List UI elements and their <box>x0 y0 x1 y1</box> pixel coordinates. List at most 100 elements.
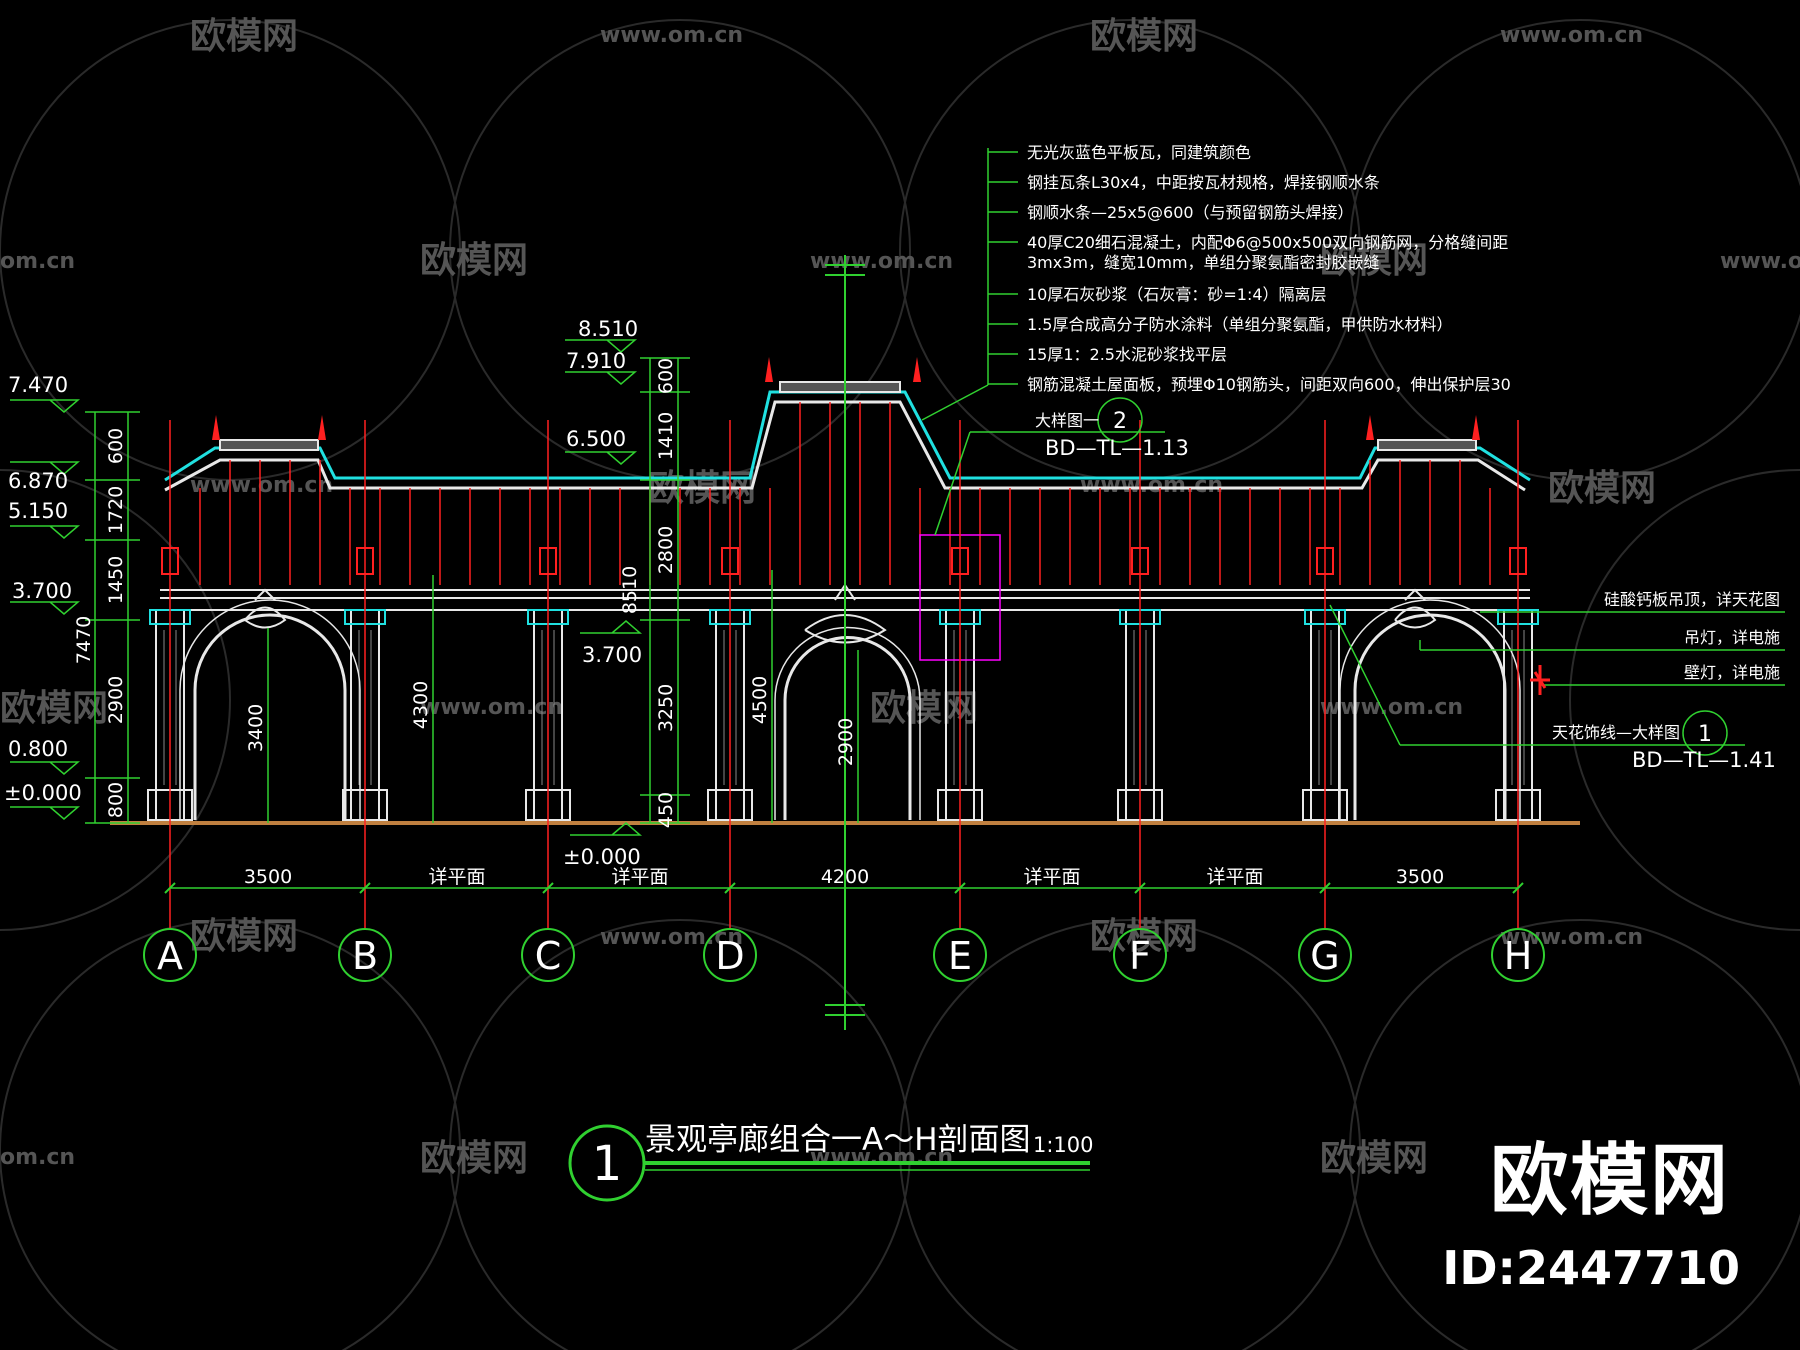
wm-brand: 欧模网 <box>420 1138 528 1179</box>
wm-url: www.om.cn <box>810 249 953 274</box>
elev: 6.500 <box>566 427 626 451</box>
roof-note: 10厚石灰砂浆（石灰膏：砂=1:4）隔离层 <box>1027 285 1327 304</box>
bay-tick <box>1512 882 1524 894</box>
left-dim-lines <box>85 411 140 824</box>
watermark-brand-large: 欧模网 <box>1489 1136 1730 1226</box>
bay-tick <box>724 882 736 894</box>
right-note: 吊灯，详电施 <box>1684 628 1780 647</box>
axis-label-F: F <box>1129 934 1151 978</box>
roof-note-ticks <box>988 151 1018 385</box>
elev: 3.700 <box>12 579 72 603</box>
elev: 7.910 <box>566 349 626 373</box>
axis-bubble-A <box>143 928 197 982</box>
roof-notes: 无光灰蓝色平板瓦，同建筑颜色 钢挂瓦条L30x4，中距按瓦材规格，焊接钢顺水条 … <box>1027 143 1511 394</box>
left-dim-labels: 600 1720 1450 2900 800 7470 <box>73 428 127 818</box>
detail-ref-2-label: 大样图一 <box>1035 411 1099 430</box>
dim: 3400 <box>245 704 267 752</box>
roof-note: 钢筋混凝土屋面板，预埋Φ10钢筋头，间距双向600，伸出保护层30 <box>1027 375 1511 394</box>
dim: 1410 <box>655 412 677 460</box>
axis-label-G: G <box>1310 934 1339 978</box>
right-note: 硅酸钙板吊顶，详天花图 <box>1604 590 1780 609</box>
wm-url-short: om.cn <box>0 249 75 274</box>
roof-outline <box>164 381 1531 492</box>
dim: 2800 <box>655 526 677 574</box>
wm-url: www.om.cn <box>420 695 563 720</box>
elev: ±0.000 <box>563 845 641 869</box>
bay-dim: 4200 <box>821 866 869 888</box>
dim: 600 <box>105 428 127 464</box>
bay-tick <box>359 882 371 894</box>
bay-dim: 3500 <box>1396 866 1444 888</box>
wm-url: www.om.cn <box>810 1145 953 1170</box>
axis-bubble-D <box>703 928 757 982</box>
dim: 800 <box>105 782 127 818</box>
roof-note: 3mx3m，缝宽10mm，单组分聚氨酯密封胶嵌缝 <box>1027 253 1380 272</box>
watermark-id: ID:2447710 <box>1442 1241 1740 1295</box>
wm-brand: 欧模网 <box>870 688 978 729</box>
bay-dim: 3500 <box>244 866 292 888</box>
roof-note: 无光灰蓝色平板瓦，同建筑颜色 <box>1027 143 1251 162</box>
wm-brand: 欧模网 <box>1320 1138 1428 1179</box>
elev: 6.870 <box>8 469 68 493</box>
watermark-brand-texts: 欧模网 欧模网 欧模网 欧模网 欧模网 欧模网 欧模网 欧模网 欧模网 欧模网 … <box>0 16 1656 1179</box>
dim: 1720 <box>105 486 127 534</box>
bay-tick <box>1134 882 1146 894</box>
axis-bubble-E <box>933 928 987 982</box>
bay-dim: 详平面 <box>1023 866 1080 888</box>
center-elevation-labels: 8.510 7.910 6.500 3.700 ±0.000 <box>563 317 642 869</box>
axis-label-D: D <box>715 934 744 978</box>
bay-tick <box>542 882 554 894</box>
left-level-markers <box>10 399 81 820</box>
inner-dim-lines <box>267 570 859 823</box>
dim: 2900 <box>105 676 127 724</box>
wm-url: www.om.cn <box>600 23 743 48</box>
axis-bubble-F <box>1113 928 1167 982</box>
wm-brand: 欧模网 <box>1090 916 1198 957</box>
wm-brand: 欧模网 <box>420 240 528 281</box>
wm-brand: 欧模网 <box>190 16 298 57</box>
dim-total: 8510 <box>619 566 641 614</box>
detail-ref-2-code: BD—TL—1.13 <box>1045 436 1189 460</box>
right-note: 壁灯，详电施 <box>1684 663 1780 682</box>
axis-label-C: C <box>535 934 562 978</box>
roof-note: 40厚C20细石混凝土，内配Φ6@500x500双向钢筋网，分格缝间距 <box>1027 233 1508 252</box>
axis-bubble-G <box>1298 928 1352 982</box>
wm-url: www.om.cn <box>600 925 743 950</box>
title-scale: 1:100 <box>1033 1133 1094 1157</box>
bay-tick <box>954 882 966 894</box>
wm-brand: 欧模网 <box>1320 240 1428 281</box>
bay-dim: 详平面 <box>428 866 485 888</box>
center-line <box>825 255 865 1030</box>
detail-ref-1-number: 1 <box>1698 722 1712 747</box>
wm-url: www.om.cn <box>190 473 333 498</box>
bay-dim: 详平面 <box>1206 866 1263 888</box>
center-dim-labels: 600 1410 2800 3250 450 8510 <box>619 358 677 828</box>
roof-note: 1.5厚合成高分子防水涂料（单组分聚氨酯，甲供防水材料） <box>1027 315 1452 334</box>
elev: 3.700 <box>582 643 642 667</box>
dim: 4500 <box>749 676 771 724</box>
inner-dim-labels: 3400 4300 4500 2900 <box>245 676 857 766</box>
axis-label-A: A <box>157 934 183 978</box>
wm-brand: 欧模网 <box>1090 16 1198 57</box>
title-number: 1 <box>592 1136 623 1192</box>
bay-ticks <box>164 882 1524 894</box>
axis-label-H: H <box>1504 934 1533 978</box>
axis-bubble-C <box>521 928 575 982</box>
wm-brand: 欧模网 <box>1548 468 1656 509</box>
dim: 3250 <box>655 684 677 732</box>
bay-dimension-labels: 3500 详平面 详平面 4200 详平面 详平面 3500 <box>244 866 1444 888</box>
axis-label-E: E <box>948 934 972 978</box>
axis-bubble-H <box>1491 928 1545 982</box>
wm-url: www.om.cn <box>1320 695 1463 720</box>
wm-brand: 欧模网 <box>190 916 298 957</box>
dim: 2900 <box>835 718 857 766</box>
watermark-url-texts: www.om.cn www.om.cn om.cn www.om.cn www.… <box>0 23 1800 1170</box>
wm-url: www.om.cn <box>1500 23 1643 48</box>
dim: 4300 <box>410 681 432 729</box>
dim-total: 7470 <box>73 616 95 664</box>
right-notes-leaders <box>1329 604 1785 756</box>
wm-url-short: om.cn <box>0 1145 75 1170</box>
roof-finials <box>212 357 1480 440</box>
